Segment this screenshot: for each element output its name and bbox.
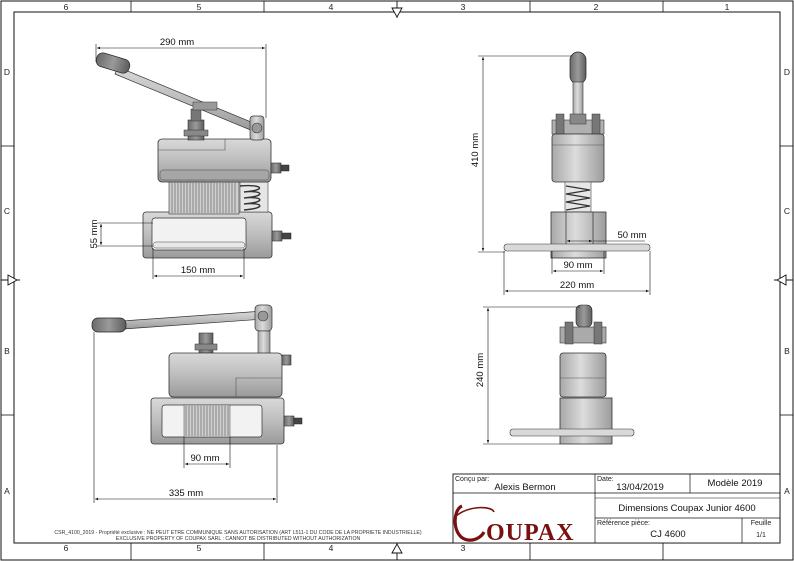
grid-row-label: A <box>4 486 10 496</box>
grid-row-label: D <box>4 67 10 77</box>
grid-col-label: 4 <box>329 543 334 553</box>
designed-by-label: Conçu par: <box>455 476 489 483</box>
rear-dimension-width <box>93 332 278 503</box>
grid-row-label: D <box>784 67 790 77</box>
date-label: Date: <box>597 476 614 483</box>
rear-spindle <box>194 332 218 354</box>
dim-label-side-inner: 90 mm <box>563 260 592 271</box>
grid-col-label: 5 <box>197 2 202 12</box>
side-dimension-plunger <box>565 212 645 244</box>
side-handle <box>569 51 587 123</box>
dim-label-side-base: 220 mm <box>560 280 594 291</box>
description-value: Dimensions Coupax Junior 4600 <box>618 503 755 514</box>
designed-by-value: Alexis Bermon <box>494 482 555 493</box>
rear-side-head <box>559 352 607 398</box>
grid-row-label: C <box>784 206 790 216</box>
front-head <box>157 138 290 183</box>
sheet-label: Feuille <box>751 520 772 527</box>
grid-col-label: 6 <box>64 2 69 12</box>
grid-labels-right: D C B A <box>784 67 790 496</box>
dim-label-rear-side-height: 240 mm <box>475 353 486 387</box>
front-lever <box>95 52 265 141</box>
legal-line-2: EXCLUSIVE PROPERTY OF COUPAX SARL : CANN… <box>116 536 361 542</box>
rear-side-base <box>509 397 635 445</box>
sheet-value: 1/1 <box>756 532 766 539</box>
side-dimension-inner <box>551 251 605 274</box>
front-base <box>142 211 292 259</box>
grid-col-label: 3 <box>461 543 466 553</box>
rear-view: 90 mm 335 mm <box>91 304 303 503</box>
rear-side-view: 240 mm <box>475 304 635 445</box>
rear-side-top <box>559 304 607 345</box>
side-top-fittings <box>551 113 605 135</box>
front-dimension-width <box>95 44 267 118</box>
logo-text: OUPAX <box>486 520 575 546</box>
grid-row-label: A <box>784 486 790 496</box>
front-view: 290 mm 55 mm 150 mm <box>89 37 292 279</box>
front-dimension-height <box>97 222 153 247</box>
side-head <box>551 133 605 183</box>
dim-label-front-height: 55 mm <box>89 219 100 248</box>
date-value: 13/04/2019 <box>616 482 664 493</box>
dim-label-rear-inner: 90 mm <box>190 453 219 464</box>
side-view: 410 mm 50 mm 90 mm 220 mm <box>470 51 651 295</box>
grid-row-label: C <box>4 206 10 216</box>
rear-lever <box>91 304 273 356</box>
front-spindle <box>183 108 209 141</box>
side-spring <box>564 181 592 213</box>
grid-col-label: 2 <box>594 2 599 12</box>
side-dimension-base <box>503 251 651 295</box>
legal-notice: CSR_4100_2019 - Propriété exclusive : NE… <box>54 530 422 542</box>
rear-base <box>150 397 303 445</box>
front-dimension-inner <box>152 248 245 279</box>
grid-col-label: 4 <box>329 2 334 12</box>
title-block <box>452 473 781 544</box>
front-blades <box>168 181 240 215</box>
grid-col-label: 5 <box>197 543 202 553</box>
model-value: Modèle 2019 <box>708 478 763 489</box>
legal-line-1: CSR_4100_2019 - Propriété exclusive : NE… <box>54 530 422 536</box>
grid-col-label: 1 <box>725 2 730 12</box>
rear-side-dimension-height <box>483 306 580 445</box>
grid-row-label: B <box>784 346 790 356</box>
grid-labels-left: D C B A <box>4 67 10 496</box>
grid-col-label: 6 <box>64 543 69 553</box>
dim-label-front-width: 290 mm <box>160 37 194 48</box>
reference-label: Référence pièce: <box>597 520 650 527</box>
coupax-logo: OUPAX <box>453 504 575 546</box>
reference-value: CJ 4600 <box>650 529 685 540</box>
grid-row-label: B <box>4 346 10 356</box>
dim-label-rear-width: 335 mm <box>169 488 203 499</box>
side-base <box>503 211 651 259</box>
rear-head <box>168 352 292 398</box>
dim-label-side-height: 410 mm <box>470 133 481 167</box>
side-dimension-height <box>478 55 572 253</box>
rear-dimension-inner <box>183 437 231 468</box>
dim-label-front-inner: 150 mm <box>181 265 215 276</box>
grid-labels-bottom: 6 5 4 3 <box>64 543 466 553</box>
grid-labels-top: 6 5 4 3 2 1 <box>64 2 730 12</box>
front-spring <box>239 181 269 213</box>
dim-label-side-plunger: 50 mm <box>617 230 646 241</box>
grid-col-label: 3 <box>461 2 466 12</box>
